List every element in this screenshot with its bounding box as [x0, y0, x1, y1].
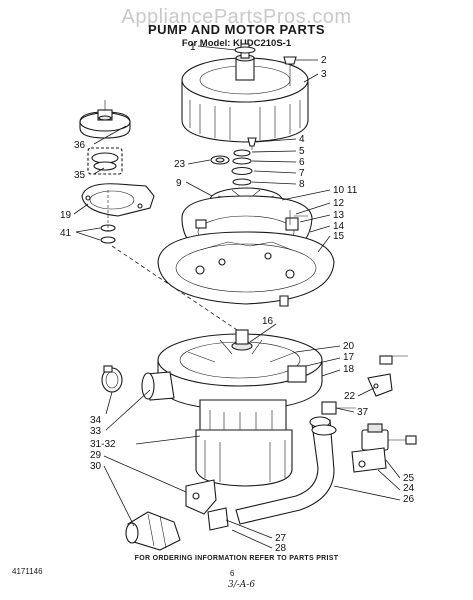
leader-lines [73, 45, 401, 549]
pump-housing [141, 329, 323, 487]
callout-25: 25 [403, 473, 415, 484]
callout-37: 37 [357, 407, 369, 418]
watermark: AppliancePartsPros.com [121, 6, 352, 28]
callout-35: 35 [74, 170, 86, 181]
drain-hose [235, 416, 337, 525]
callout-13: 13 [333, 210, 345, 221]
callout-16: 16 [262, 316, 274, 327]
callout-19: 19 [60, 210, 72, 221]
hose-clamp-left [101, 365, 123, 393]
model-line: For Model: KUDC210S-1 [181, 38, 292, 49]
callout-23: 23 [174, 159, 186, 170]
callout-34: 34 [90, 415, 102, 426]
callout-15: 15 [333, 231, 345, 242]
callout-7: 7 [299, 168, 305, 179]
handwritten-initials: 3/-A-6 [228, 580, 256, 590]
bolt-37 [321, 401, 356, 415]
base-plate [157, 231, 335, 307]
callout-10-11: 10 11 [333, 185, 358, 196]
callout-31-32: 31-32 [90, 439, 116, 450]
callout-8: 8 [299, 179, 305, 190]
callout-3: 3 [321, 69, 327, 80]
page-number: 6 [230, 569, 235, 578]
callout-6: 6 [299, 157, 305, 168]
callout-22: 22 [344, 391, 356, 402]
callout-2: 2 [321, 55, 327, 66]
solenoid-assembly [351, 423, 417, 473]
callout-1: 1 [190, 42, 196, 53]
callout-27: 27 [275, 533, 287, 544]
callout-12: 12 [333, 198, 345, 209]
sensor-assembly [367, 355, 408, 397]
callout-36: 36 [74, 140, 86, 151]
callout-18: 18 [343, 364, 355, 375]
callout-28: 28 [275, 543, 287, 554]
callout-4: 4 [299, 134, 305, 145]
callout-30: 30 [90, 461, 102, 472]
bracket-and-inlet [125, 479, 229, 551]
left-sub-assembly [79, 100, 155, 244]
ordering-note: FOR ORDERING INFORMATION REFER TO PARTS … [134, 555, 339, 562]
callout-20: 20 [343, 341, 355, 352]
callout-41: 41 [60, 228, 72, 239]
callout-33: 33 [90, 426, 102, 437]
callout-5: 5 [299, 146, 305, 157]
callout-17: 17 [343, 352, 355, 363]
motor-assembly [181, 43, 309, 143]
callout-numbers: 1 2 3 4 5 6 7 8 9 10 11 12 13 14 15 16 1… [60, 42, 415, 554]
callout-29: 29 [90, 450, 102, 461]
callout-9: 9 [176, 178, 182, 189]
document-number: 4171146 [12, 567, 43, 576]
hardware-stack [210, 137, 257, 186]
callout-14: 14 [333, 221, 345, 232]
callout-24: 24 [403, 483, 415, 494]
callout-26: 26 [403, 494, 415, 505]
diagram-title: PUMP AND MOTOR PARTS [147, 22, 326, 37]
